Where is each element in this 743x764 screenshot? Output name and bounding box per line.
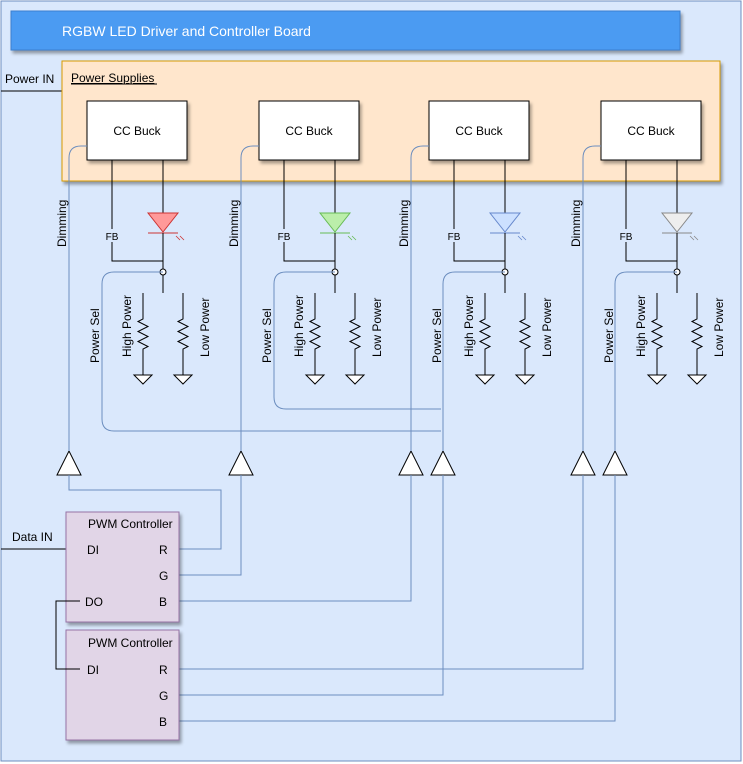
cc-buck-label: CC Buck <box>113 124 161 138</box>
pin-b: B <box>159 595 167 609</box>
signal-wire <box>410 145 429 451</box>
ground-icon <box>344 374 366 385</box>
pin-g: G <box>159 569 168 583</box>
ground-icon <box>514 374 536 385</box>
pwm-controller-1: PWM Controller DI DO R G B <box>65 511 180 623</box>
fb-label: FB <box>278 232 291 243</box>
led-icon <box>146 212 180 233</box>
pin-di: DI <box>87 543 99 557</box>
power-sel-label: Power Sel <box>260 308 274 363</box>
fb-label: FB <box>106 232 119 243</box>
high-power-label: High Power <box>292 295 306 357</box>
high-power-resistor <box>308 293 322 375</box>
led-emission-icon <box>175 235 185 241</box>
high-power-label: High Power <box>120 295 134 357</box>
signal-wire <box>614 271 677 451</box>
pwm-controller-2: PWM Controller DI R G B <box>65 629 180 741</box>
fb-label-bg <box>276 229 292 242</box>
ground-icon <box>304 374 326 385</box>
led-icon <box>318 212 352 233</box>
controller-title: PWM Controller <box>88 517 173 531</box>
power-sel-label: Power Sel <box>602 308 616 363</box>
low-power-label: Low Power <box>198 298 212 357</box>
led-icon <box>488 212 522 233</box>
dimming-label: Dimming <box>55 200 69 247</box>
signal-wire <box>240 145 259 451</box>
ground-icon <box>132 374 154 385</box>
title-bar <box>10 10 681 51</box>
power-in-label: Power IN <box>5 72 54 86</box>
signal-wire <box>179 475 412 602</box>
led-emission-icon <box>517 235 527 241</box>
power-supplies-label: Power Supplies <box>71 71 154 85</box>
cc-buck-label: CC Buck <box>627 124 675 138</box>
ground-icon <box>172 374 194 385</box>
high-power-resistor <box>650 293 664 375</box>
fb-label-bg <box>104 229 120 242</box>
pin-b: B <box>159 715 167 729</box>
cc-buck-label: CC Buck <box>285 124 333 138</box>
led-emission-icon <box>347 235 357 241</box>
fb-label: FB <box>448 232 461 243</box>
signal-wire <box>179 475 584 670</box>
pin-r: R <box>159 663 168 677</box>
signal-wire <box>101 271 441 432</box>
daisy-chain-wire <box>55 600 80 670</box>
signal-wire <box>273 271 441 410</box>
low-power-resistor <box>690 293 704 375</box>
signal-wire <box>68 475 222 550</box>
fb-wire <box>111 160 163 262</box>
signal-wire <box>442 271 505 451</box>
high-power-label: High Power <box>634 295 648 357</box>
low-power-label: Low Power <box>712 298 726 357</box>
controller-title: PWM Controller <box>88 636 173 650</box>
low-power-label: Low Power <box>370 298 384 357</box>
pin-di: DI <box>87 663 99 677</box>
low-power-resistor <box>176 293 190 375</box>
data-in-label: Data IN <box>12 530 53 544</box>
signal-wire <box>582 145 601 451</box>
power-sel-label: Power Sel <box>88 308 102 363</box>
high-power-resistor <box>478 293 492 375</box>
fb-label-bg <box>618 229 634 242</box>
low-power-resistor <box>348 293 362 375</box>
cc-buck-box <box>600 100 702 161</box>
signal-wire <box>179 475 242 576</box>
fb-wire <box>283 160 335 262</box>
ground-icon <box>474 374 496 385</box>
power-sel-label: Power Sel <box>430 308 444 363</box>
fb-label-bg <box>446 229 462 242</box>
low-power-label: Low Power <box>540 298 554 357</box>
high-power-label: High Power <box>462 295 476 357</box>
board-title: RGBW LED Driver and Controller Board <box>62 23 311 39</box>
fb-wire <box>625 160 677 262</box>
led-icon <box>660 212 694 233</box>
pin-r: R <box>159 543 168 557</box>
pin-do: DO <box>85 595 103 609</box>
signal-wire <box>68 145 87 451</box>
dimming-label: Dimming <box>397 200 411 247</box>
ground-icon <box>646 374 668 385</box>
fb-label: FB <box>620 232 633 243</box>
cc-buck-box <box>428 100 530 161</box>
signal-wire <box>179 475 616 722</box>
led-emission-icon <box>689 235 699 241</box>
signal-wire <box>179 475 444 696</box>
dimming-label: Dimming <box>569 200 583 247</box>
high-power-resistor <box>136 293 150 375</box>
cc-buck-box <box>258 100 360 161</box>
ground-icon <box>686 374 708 385</box>
dimming-label: Dimming <box>227 200 241 247</box>
pin-g: G <box>159 689 168 703</box>
cc-buck-label: CC Buck <box>455 124 503 138</box>
cc-buck-box <box>86 100 188 161</box>
low-power-resistor <box>518 293 532 375</box>
fb-wire <box>453 160 505 262</box>
